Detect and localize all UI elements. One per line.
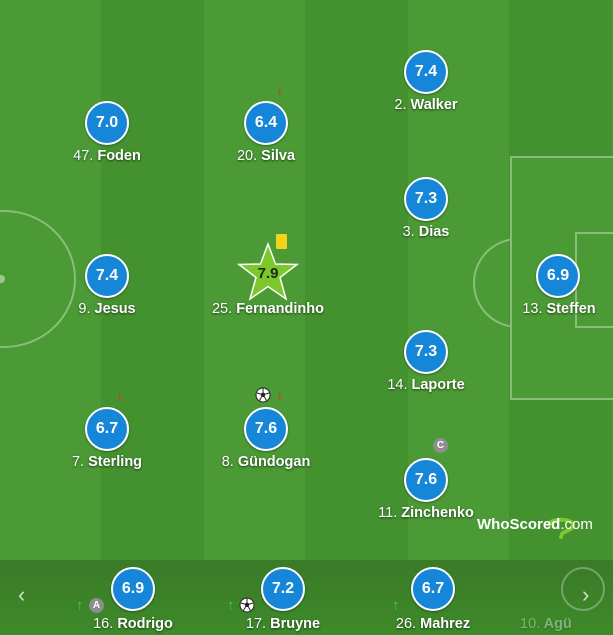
player-number: 10. bbox=[520, 616, 541, 632]
player-number: 2. bbox=[394, 97, 407, 113]
chevron-right-icon[interactable]: › bbox=[582, 582, 590, 607]
player-name-gundogan[interactable]: 8. Gündogan bbox=[186, 454, 346, 470]
player-surname: Jesus bbox=[94, 301, 136, 317]
player-rating-zinchenko[interactable]: 7.6 bbox=[404, 458, 448, 502]
sub-name-bruyne[interactable]: 17. Bruyne bbox=[203, 616, 363, 632]
player-surname: Laporte bbox=[411, 377, 465, 393]
player-number: 17. bbox=[245, 616, 267, 632]
player-name-walker[interactable]: 2. Walker bbox=[346, 97, 506, 113]
player-name-zinchenko[interactable]: 11. Zinchenko bbox=[346, 505, 506, 521]
player-number: 14. bbox=[387, 377, 408, 393]
logo-brand: WhoScored bbox=[477, 516, 561, 533]
player-number: 25. bbox=[211, 301, 233, 317]
player-rating-laporte[interactable]: 7.3 bbox=[404, 330, 448, 374]
pitch: 7.4 2. Walker 7.0 47. Foden ↓ 6.4 20. Si… bbox=[0, 0, 613, 560]
soccer-ball-icon bbox=[255, 387, 271, 403]
captain-badge: C bbox=[433, 438, 448, 453]
sub-rating-bruyne[interactable]: 7.2 bbox=[261, 567, 305, 611]
sub-rating-mahrez[interactable]: 6.7 bbox=[411, 567, 455, 611]
soccer-ball-icon bbox=[239, 597, 255, 613]
sub-in-arrow-icon: ↑ bbox=[76, 597, 84, 614]
whoscored-logo: WhoScored.com bbox=[477, 516, 593, 533]
sub-in-arrow-icon: ↑ bbox=[392, 597, 400, 614]
player-surname: Agü bbox=[543, 616, 572, 632]
player-number: 26. bbox=[395, 616, 417, 632]
player-name-silva[interactable]: 20. Silva bbox=[186, 148, 346, 164]
player-number: 8. bbox=[221, 454, 234, 470]
player-surname: Rodrigo bbox=[117, 616, 173, 632]
player-number: 7. bbox=[71, 454, 85, 470]
sub-rating-aguero[interactable] bbox=[561, 567, 605, 611]
player-surname: Bruyne bbox=[270, 616, 321, 632]
player-rating-foden[interactable]: 7.0 bbox=[85, 101, 129, 145]
substitutes-bar: ‹ ↑ A 6.9 16. Rodrigo ↑ 7.2 17. Bruyne ↑… bbox=[0, 560, 613, 635]
sub-out-arrow-icon: ↓ bbox=[276, 81, 284, 98]
player-name-laporte[interactable]: 14. Laporte bbox=[346, 377, 506, 393]
player-number: 20. bbox=[236, 148, 258, 164]
player-surname: Walker bbox=[410, 97, 458, 113]
player-rating-steffen[interactable]: 6.9 bbox=[536, 254, 580, 298]
sub-out-arrow-icon: ↓ bbox=[116, 387, 124, 404]
player-name-sterling[interactable]: 7. Sterling bbox=[27, 454, 187, 470]
player-rating-sterling[interactable]: 6.7 bbox=[85, 407, 129, 451]
star-icon[interactable] bbox=[236, 242, 300, 302]
yellow-card-icon bbox=[276, 234, 287, 249]
player-surname: Silva bbox=[261, 148, 296, 164]
player-rating-fernandinho[interactable]: 7.9 bbox=[257, 265, 279, 282]
player-number: 9. bbox=[78, 301, 91, 317]
center-spot bbox=[0, 275, 5, 283]
player-surname: Mahrez bbox=[420, 616, 471, 632]
player-surname: Fernandinho bbox=[236, 301, 324, 317]
sub-name-rodrigo[interactable]: 16. Rodrigo bbox=[53, 616, 213, 632]
player-number: 3. bbox=[402, 224, 415, 240]
player-number: 11. bbox=[378, 505, 398, 521]
assist-badge: A bbox=[89, 598, 104, 613]
player-name-steffen[interactable]: 13. Steffen bbox=[479, 301, 613, 317]
logo-suffix: .com bbox=[560, 516, 593, 533]
player-surname: Sterling bbox=[88, 454, 143, 470]
player-rating-silva[interactable]: 6.4 bbox=[244, 101, 288, 145]
player-surname: Foden bbox=[97, 148, 141, 164]
halfway-center-circle bbox=[0, 210, 76, 348]
player-rating-jesus[interactable]: 7.4 bbox=[85, 254, 129, 298]
player-rating-dias[interactable]: 7.3 bbox=[404, 177, 448, 221]
whoscored-logo-icon bbox=[547, 517, 576, 539]
sub-name-aguero[interactable]: 10. Agü bbox=[520, 616, 610, 632]
player-rating-walker[interactable]: 7.4 bbox=[404, 50, 448, 94]
player-name-dias[interactable]: 3. Dias bbox=[346, 224, 506, 240]
player-name-foden[interactable]: 47. Foden bbox=[27, 148, 187, 164]
player-surname: Gündogan bbox=[237, 454, 311, 470]
sub-in-arrow-icon: ↑ bbox=[227, 597, 235, 614]
player-number: 47. bbox=[73, 148, 94, 164]
player-surname: Dias bbox=[418, 224, 450, 240]
player-surname: Steffen bbox=[546, 301, 596, 317]
player-number: 16. bbox=[93, 616, 114, 632]
sub-rating-rodrigo[interactable]: 6.9 bbox=[111, 567, 155, 611]
player-name-fernandinho[interactable]: 25. Fernandinho bbox=[188, 301, 348, 317]
chevron-left-icon[interactable]: ‹ bbox=[18, 582, 26, 607]
sub-name-mahrez[interactable]: 26. Mahrez bbox=[353, 616, 513, 632]
player-name-jesus[interactable]: 9. Jesus bbox=[27, 301, 187, 317]
sub-out-arrow-icon: ↓ bbox=[276, 387, 284, 404]
player-number: 13. bbox=[522, 301, 543, 317]
player-rating-gundogan[interactable]: 7.6 bbox=[244, 407, 288, 451]
player-surname: Zinchenko bbox=[401, 505, 474, 521]
